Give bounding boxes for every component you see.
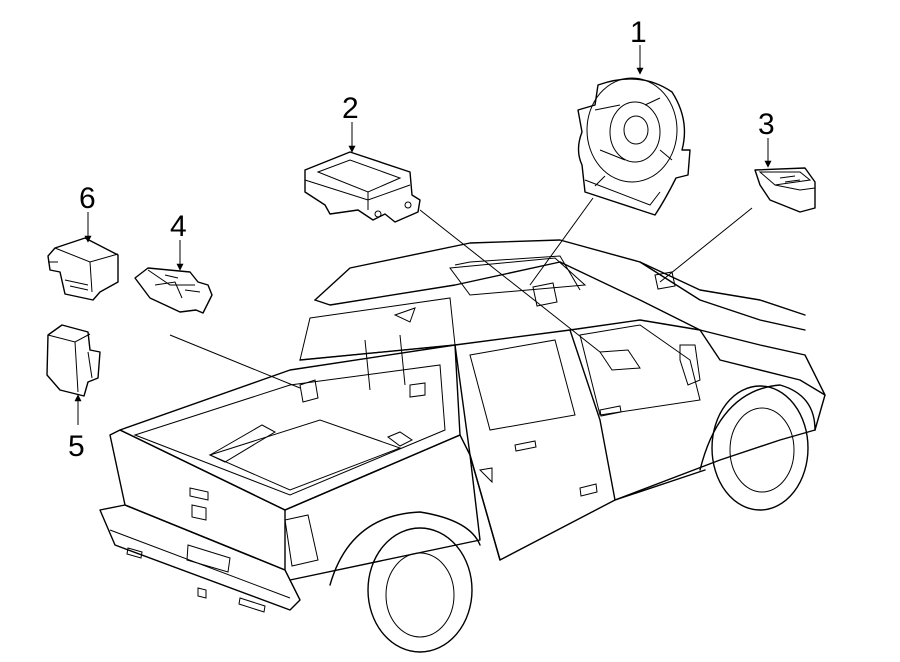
callout-2: 2 — [342, 92, 359, 125]
leader-lines — [169, 197, 753, 389]
callout-labels: 1 2 3 4 5 6 — [68, 16, 775, 463]
part-3-sensor — [754, 167, 816, 213]
part-4-sensor — [134, 267, 213, 314]
callout-1: 1 — [630, 16, 647, 49]
pickup-truck-illustration — [99, 239, 826, 653]
callout-arrows — [74, 45, 772, 425]
part-6-module — [47, 237, 119, 301]
part-1-clockspring — [577, 77, 691, 216]
callout-5: 5 — [68, 430, 85, 463]
part-5-module — [46, 324, 101, 397]
part-2-control-module — [304, 151, 421, 223]
callout-6: 6 — [79, 182, 96, 215]
callout-4: 4 — [170, 210, 187, 243]
callout-3: 3 — [758, 108, 775, 141]
